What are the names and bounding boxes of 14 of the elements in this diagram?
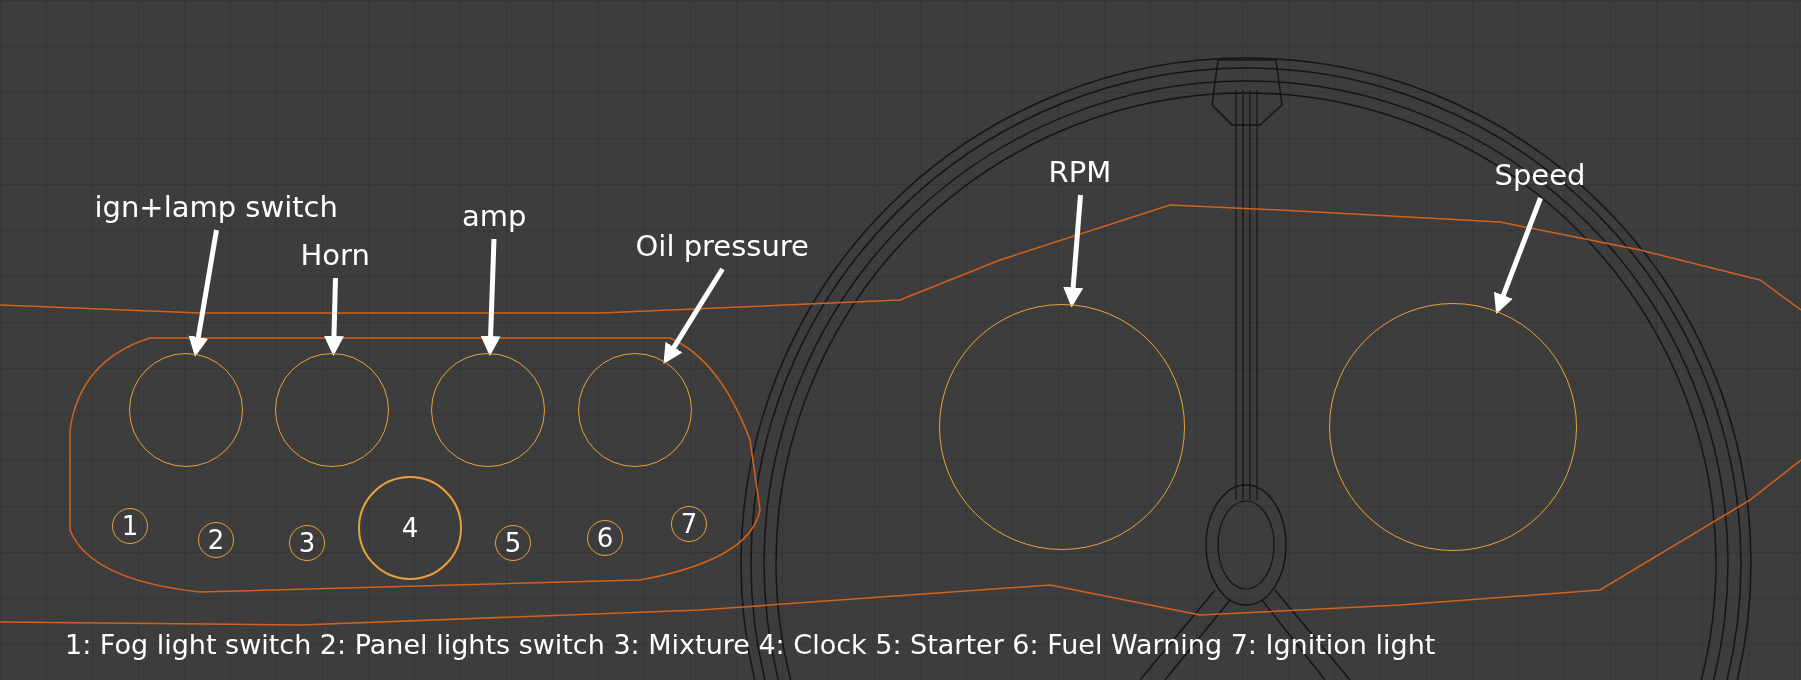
- gauge-circle: [939, 304, 1185, 550]
- part-label: Oil pressure: [635, 229, 809, 263]
- part-label: Horn: [300, 238, 370, 272]
- arrow: [188, 229, 219, 357]
- arrow: [323, 277, 344, 356]
- part-label: ign+lamp switch: [94, 190, 338, 224]
- arrow: [1063, 194, 1084, 308]
- arrow: [1494, 197, 1543, 314]
- arrow: [663, 267, 725, 365]
- numbered-circle: 4: [358, 476, 462, 580]
- part-label: Speed: [1494, 158, 1586, 192]
- part-label: amp: [462, 199, 527, 233]
- part-label: RPM: [1048, 155, 1112, 189]
- legend-note: 1: Fog light switch 2: Panel lights switch 3: Mixture 4: Clock 5: Starter 6: Fuel Warning 7: Ignition light: [65, 628, 1436, 662]
